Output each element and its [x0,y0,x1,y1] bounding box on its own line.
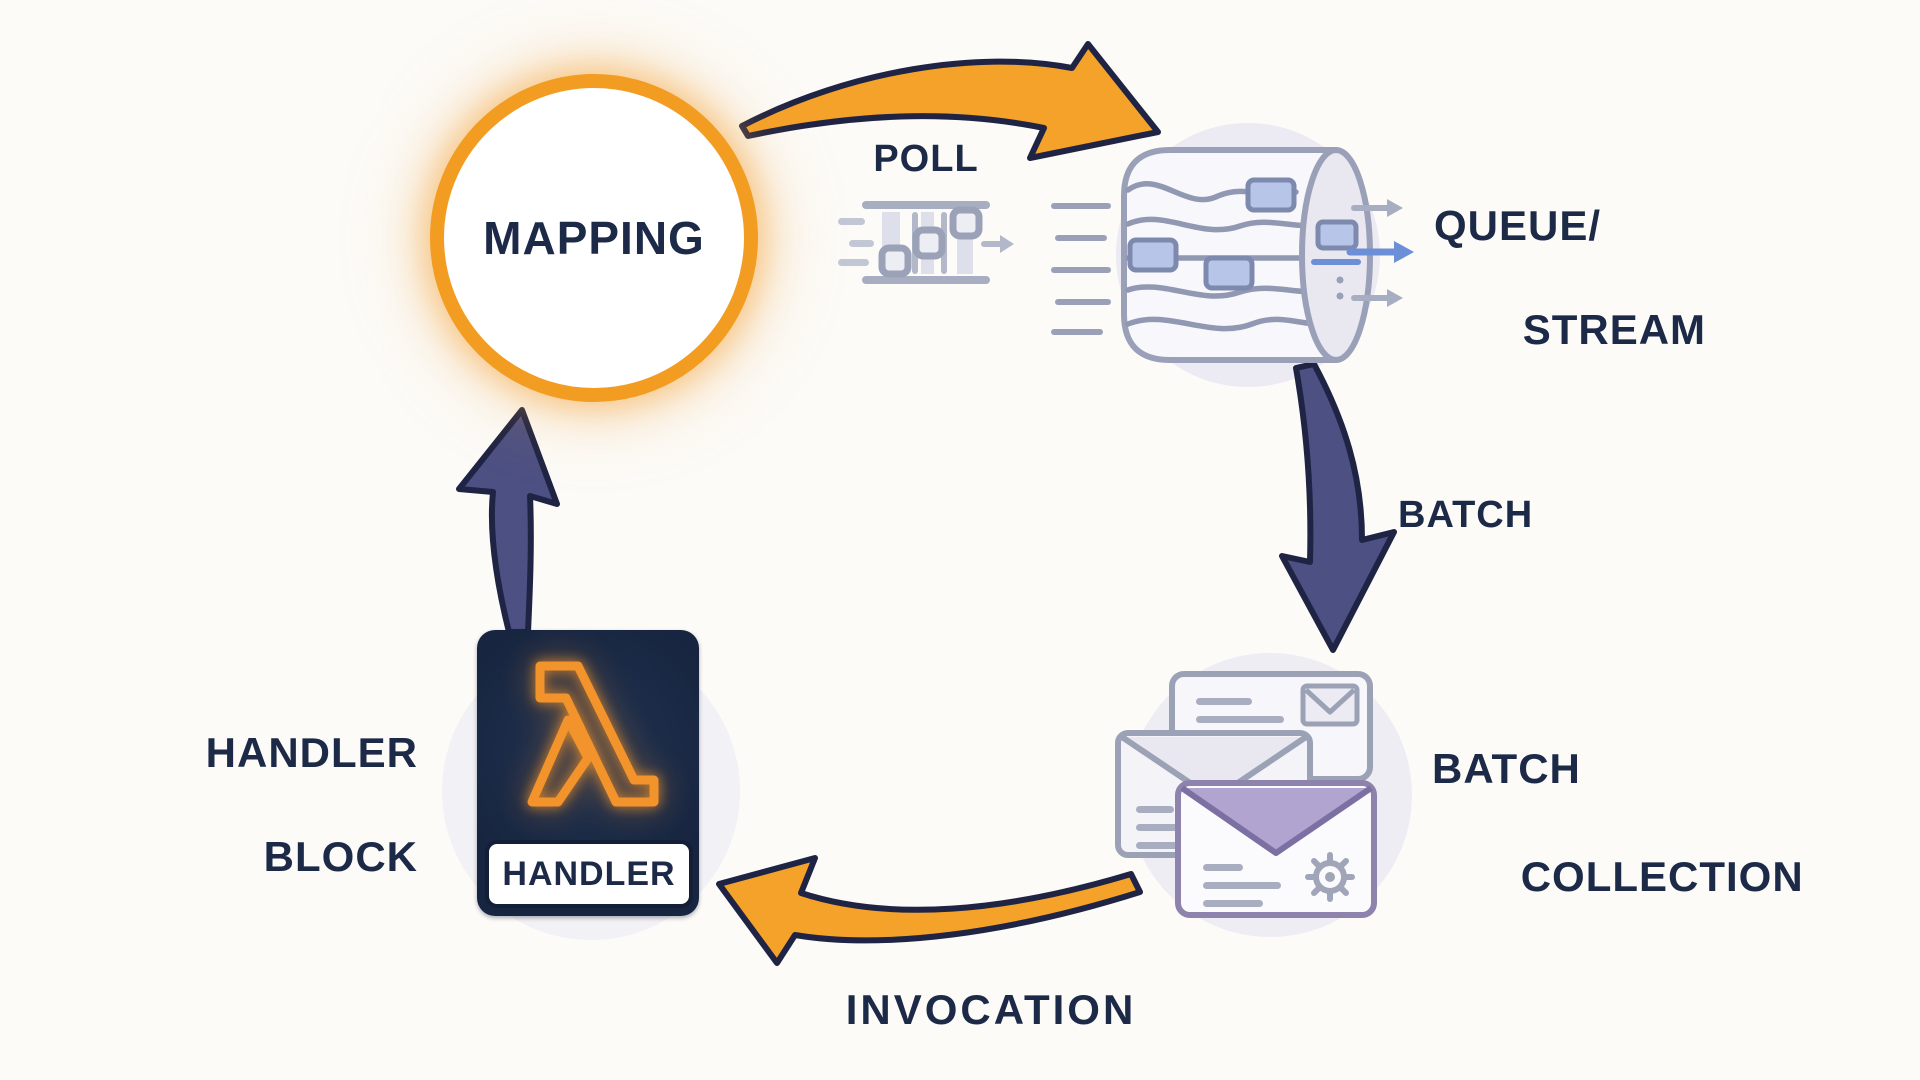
poll-sliders-icon [838,201,1014,284]
queue-stream-label: QUEUE/ STREAM [1434,202,1707,353]
return-arrow [456,407,560,635]
batch-label: BATCH [1398,494,1534,536]
invocation-label: INVOCATION [845,986,1137,1033]
queue-output-arrows [1346,199,1414,307]
handler-node: HANDLER [477,630,699,916]
gear-icon [1305,852,1355,902]
mapping-label: MAPPING [483,212,705,264]
poll-label: POLL [873,138,979,180]
batch-arrow [1279,361,1397,653]
handler-badge: HANDLER [485,840,693,908]
mail-glyph-icon [1300,683,1360,727]
lambda-icon [527,661,659,807]
poll-arrow [739,41,1161,161]
handler-badge-label: HANDLER [502,854,676,893]
invocation-arrow [716,855,1143,966]
batch-collection-label: BATCH COLLECTION [1432,745,1804,900]
mapping-node: MAPPING [430,74,758,402]
handler-block-label: HANDLER BLOCK [205,729,418,880]
batch-collection-icon [1115,671,1377,918]
queue-stream-icon [1051,147,1414,363]
